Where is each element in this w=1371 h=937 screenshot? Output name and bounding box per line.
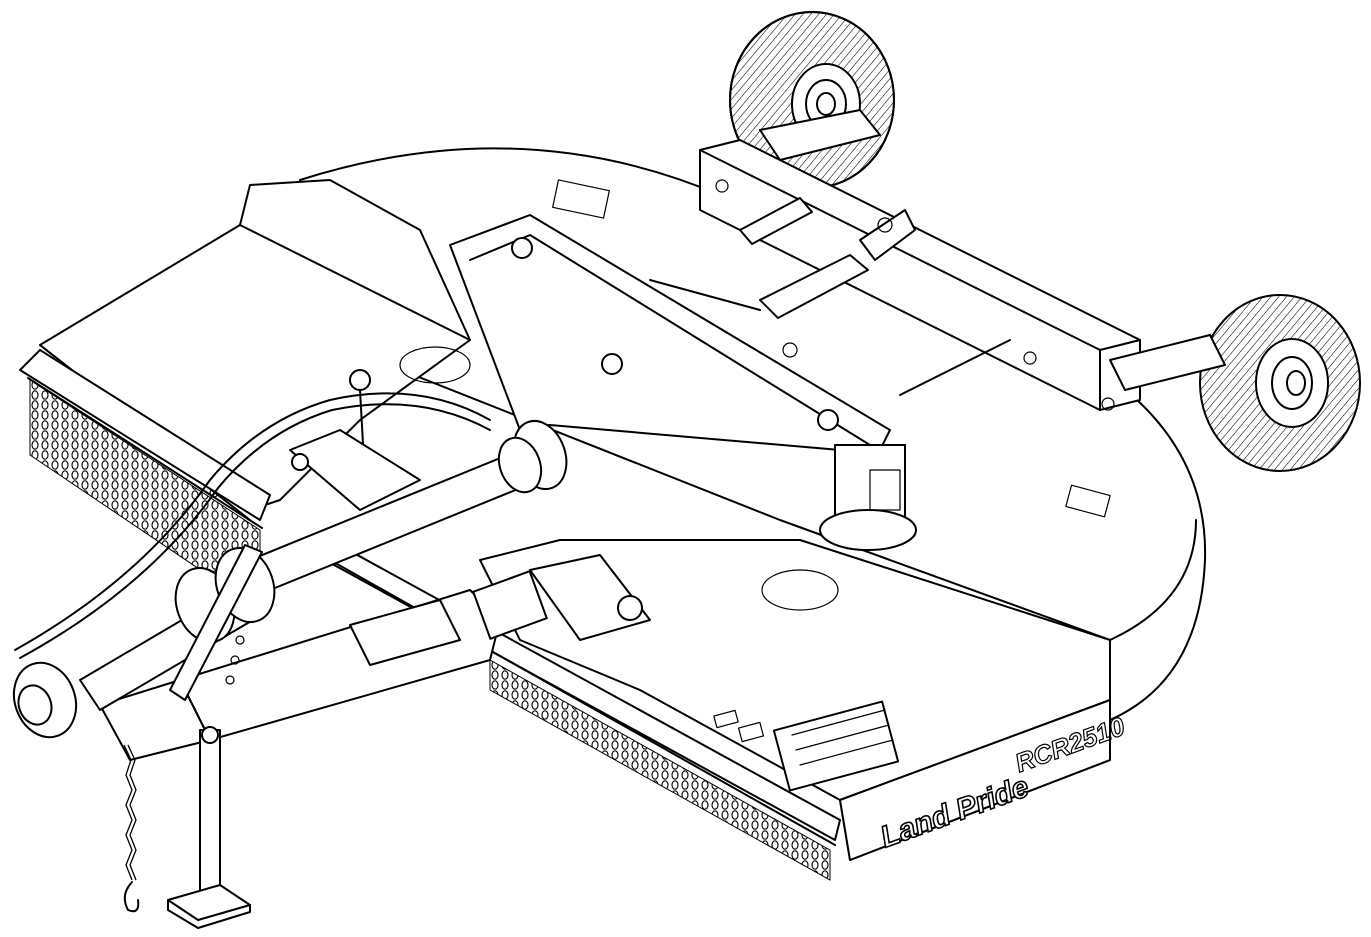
hydraulic-cylinder (649, 197, 1011, 396)
hitch-a-frame (99, 554, 651, 761)
jack-stand (167, 726, 251, 929)
safety-chain (123, 744, 140, 913)
center-frame (449, 214, 917, 551)
rear-wheel-lower (1199, 294, 1361, 472)
chain-guard-right (489, 659, 831, 881)
lift-link (169, 429, 421, 701)
decal-cluster (713, 700, 900, 792)
rear-axle-frame (699, 109, 1226, 411)
